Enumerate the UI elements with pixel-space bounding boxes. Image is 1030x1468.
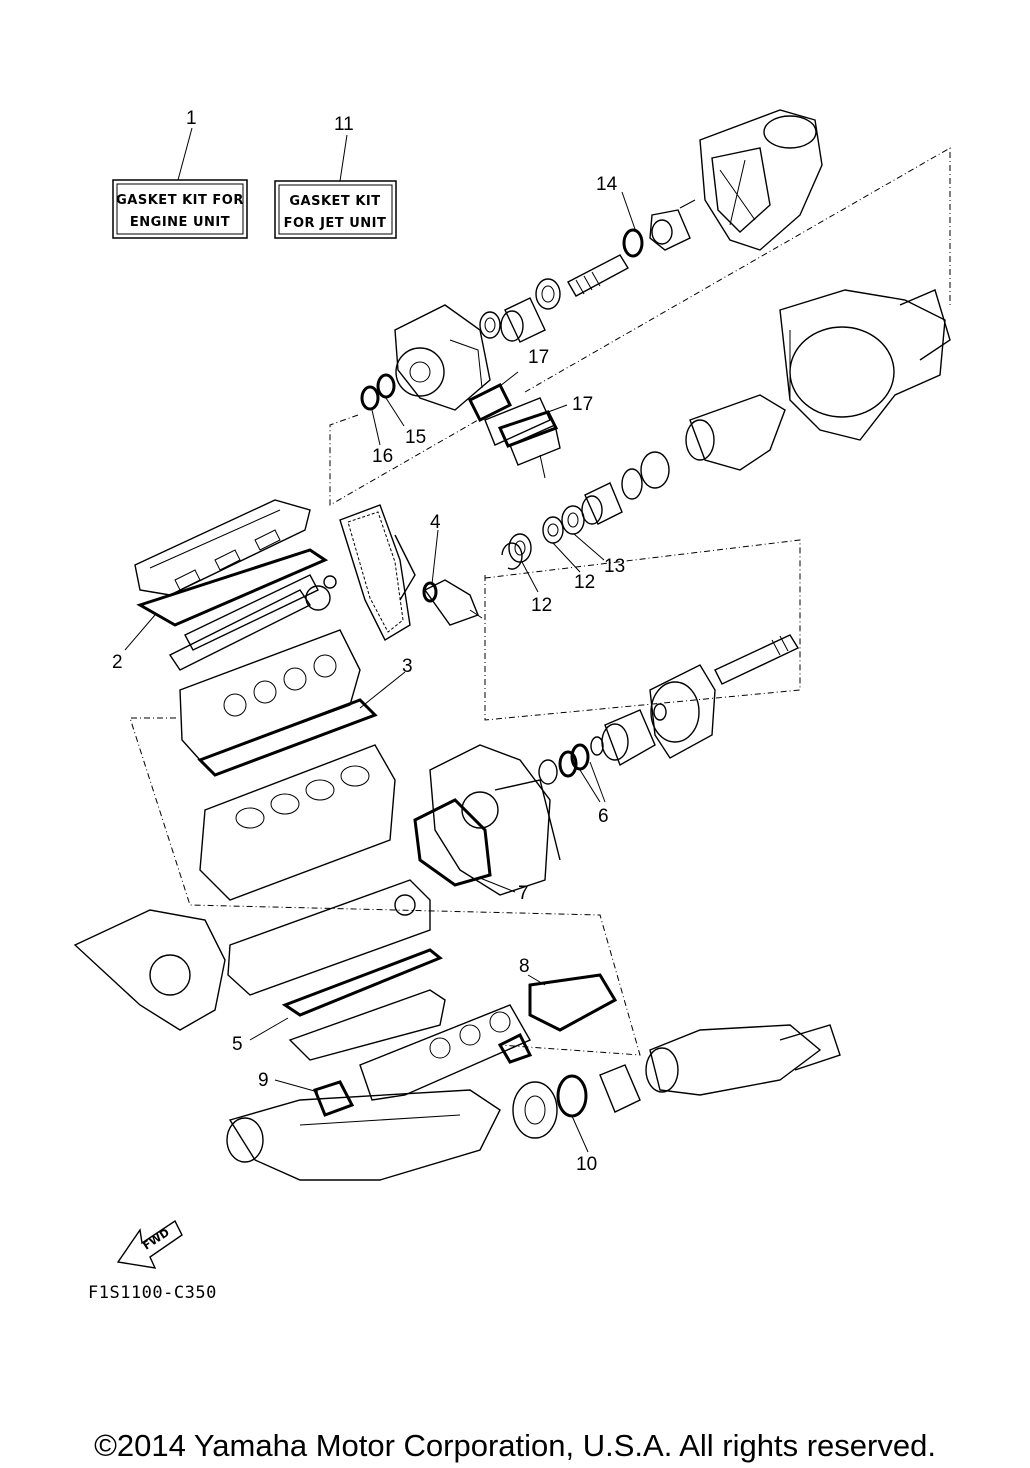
bearing-housing bbox=[649, 199, 696, 251]
pump-nozzle-housing bbox=[779, 289, 951, 441]
exhaust-gasket-10 bbox=[556, 1074, 588, 1118]
exhaust-gasket-8b bbox=[497, 1032, 533, 1064]
callout-11: 11 bbox=[334, 114, 354, 135]
crankcase-gasket-5a bbox=[281, 948, 443, 1017]
circlip bbox=[501, 542, 523, 570]
guide-line-seals bbox=[329, 414, 479, 506]
oil-seal-16 bbox=[360, 385, 380, 411]
bearing-12 bbox=[542, 516, 564, 544]
exhaust-gasket-8 bbox=[528, 973, 618, 1032]
bearing-13 bbox=[561, 505, 585, 535]
camshafts bbox=[168, 574, 337, 671]
bearing-upper bbox=[535, 278, 561, 310]
oil-seal-15 bbox=[376, 373, 396, 399]
callout-1: 1 bbox=[186, 108, 197, 129]
crankcase-upper bbox=[227, 879, 431, 996]
exhaust-joint bbox=[512, 1081, 558, 1139]
callout-5: 5 bbox=[232, 1034, 243, 1055]
callout-16: 16 bbox=[372, 446, 393, 467]
cylinder-head bbox=[179, 629, 361, 761]
crankcase-lower bbox=[288, 989, 446, 1061]
kit-jet-line2: FOR JET UNIT bbox=[284, 216, 387, 231]
callout-4: 4 bbox=[430, 512, 441, 533]
intermediate-housing bbox=[685, 394, 786, 471]
impeller-housing bbox=[394, 304, 491, 411]
callout-9: 9 bbox=[258, 1070, 269, 1091]
callout-14: 14 bbox=[596, 174, 618, 195]
chain-tensioner bbox=[423, 579, 483, 626]
front-cover-gasket-7 bbox=[413, 798, 492, 887]
oil-seals-6 bbox=[538, 736, 604, 785]
callout-3: 3 bbox=[402, 656, 413, 677]
o-ring-14 bbox=[622, 228, 644, 258]
bearing-small bbox=[479, 311, 501, 339]
exhaust-gasket-9 bbox=[313, 1080, 355, 1117]
callout-12a: 12 bbox=[574, 572, 595, 593]
copyright-notice: ©2014 Yamaha Motor Corporation, U.S.A. A… bbox=[94, 1428, 936, 1463]
exhaust-pipe bbox=[226, 1089, 501, 1181]
water-lock-muffler bbox=[599, 1024, 841, 1113]
gasket-kit-engine-label[interactable]: 1 GASKET KIT FOR ENGINE UNIT bbox=[112, 108, 248, 239]
jet-drive-shaft bbox=[567, 254, 629, 297]
guide-line-coupler bbox=[484, 539, 801, 721]
kit-jet-line1: GASKET KIT bbox=[289, 194, 380, 209]
magneto-cover bbox=[73, 909, 226, 1031]
diagram-code: F1S1100-C350 bbox=[88, 1283, 217, 1303]
callout-17b: 17 bbox=[572, 394, 593, 415]
guide-line-engine bbox=[129, 717, 641, 1056]
head-cover-gasket-2 bbox=[136, 548, 329, 627]
jet-nozzle-assembly bbox=[699, 109, 823, 251]
callout-17a: 17 bbox=[528, 347, 549, 368]
coupler bbox=[601, 709, 656, 767]
callout-2: 2 bbox=[112, 652, 123, 673]
cover-plate bbox=[484, 397, 561, 479]
bearing-12b bbox=[508, 533, 532, 563]
sleeve-upper bbox=[500, 297, 546, 343]
gasket-17a bbox=[467, 382, 513, 423]
coupler-housing bbox=[649, 664, 716, 759]
head-gasket-3 bbox=[197, 698, 378, 777]
callout-8: 8 bbox=[519, 956, 530, 977]
callout-15: 15 bbox=[405, 427, 426, 448]
cylinder-head-cover bbox=[134, 499, 311, 596]
kit-engine-line2: ENGINE UNIT bbox=[130, 215, 230, 230]
timing-chain bbox=[339, 504, 416, 641]
callout-13: 13 bbox=[604, 556, 625, 577]
callout-12b: 12 bbox=[531, 595, 552, 616]
callout-7: 7 bbox=[518, 883, 529, 904]
fwd-label: FWD bbox=[141, 1226, 172, 1253]
gasket-kit-jet-label[interactable]: 11 GASKET KIT FOR JET UNIT bbox=[274, 114, 397, 239]
guide-line-jet-upper bbox=[524, 147, 951, 393]
cylinder-block bbox=[199, 744, 396, 901]
fwd-arrow-icon: FWD bbox=[116, 1219, 183, 1269]
exhaust-manifold bbox=[359, 1004, 531, 1101]
shaft-washer bbox=[653, 703, 667, 721]
tensioner-gasket-4 bbox=[422, 581, 438, 603]
front-cover bbox=[429, 744, 561, 896]
callout-10: 10 bbox=[576, 1154, 597, 1175]
callout-6: 6 bbox=[598, 806, 609, 827]
kit-engine-line1: GASKET KIT FOR bbox=[116, 193, 244, 208]
drive-shaft bbox=[714, 634, 800, 685]
coupling-collars bbox=[581, 451, 670, 525]
